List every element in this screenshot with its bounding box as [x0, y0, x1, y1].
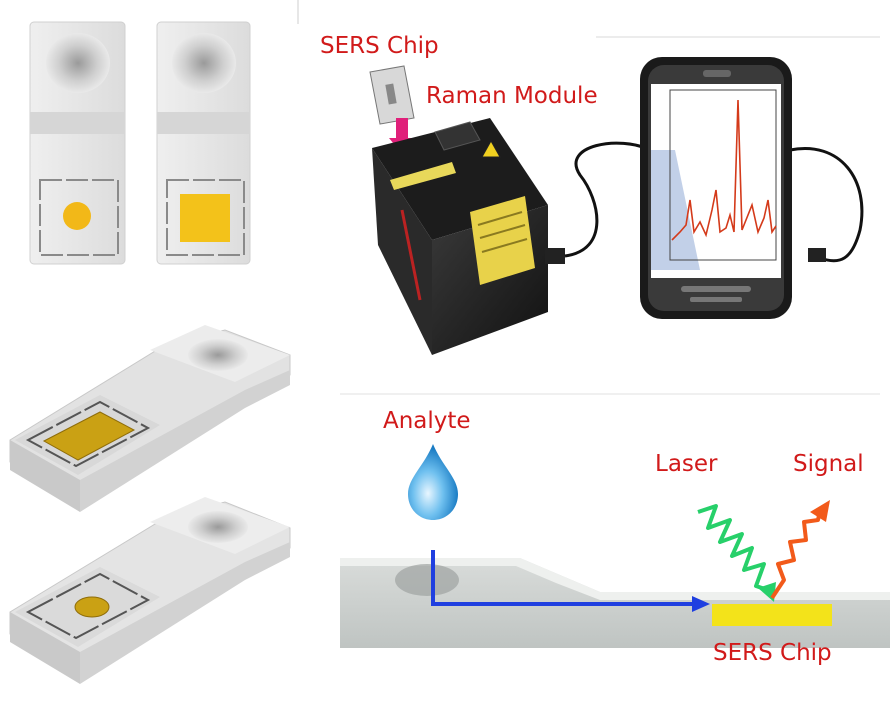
sers-chip-small: [369, 65, 415, 125]
gold-spot-round: [63, 202, 91, 230]
raman-module-label: Raman Module: [426, 83, 598, 109]
gold-pad-square: [180, 194, 230, 242]
analyte-label: Analyte: [383, 408, 471, 434]
signal-wave: [770, 500, 830, 600]
water-drop-icon: [408, 444, 458, 520]
signal-label: Signal: [793, 451, 864, 477]
usb-connector-icon: [545, 248, 565, 264]
gold-spot-iso: [74, 596, 110, 618]
laser-warning-icon: [481, 139, 501, 158]
gold-layer: [712, 604, 832, 626]
sers-chip-label-top: SERS Chip: [320, 33, 439, 59]
raman-spectrum: [671, 99, 777, 241]
smartphone: [640, 57, 792, 319]
laser-label: Laser: [655, 451, 718, 477]
chip-topview-dot: [29, 21, 126, 265]
laser-wave: [697, 504, 776, 602]
raman-module-device: [372, 118, 565, 355]
chip-iso-round: [9, 497, 291, 684]
flow-arrow: [431, 550, 710, 612]
chip-iso-square: [9, 325, 291, 512]
chip-topview-square: [156, 21, 251, 265]
sers-chip-label-bottom: SERS Chip: [713, 640, 832, 666]
gold-pad-iso: [42, 411, 136, 461]
cable: [564, 141, 864, 263]
